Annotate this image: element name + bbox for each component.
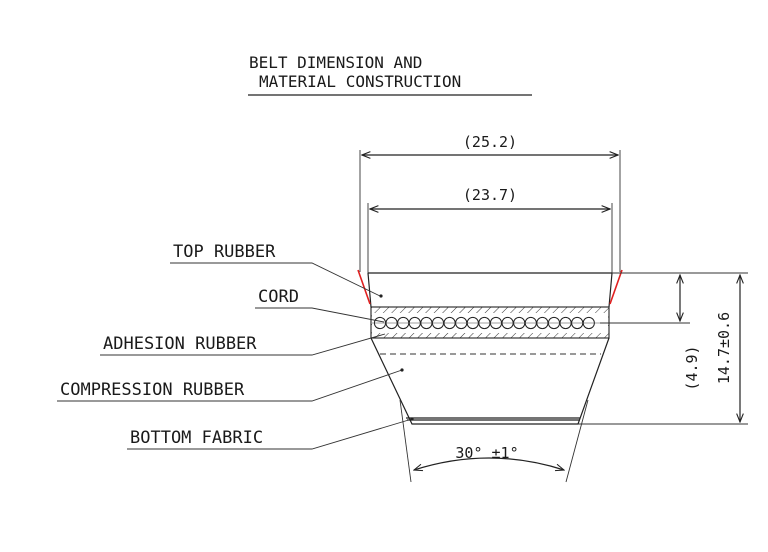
top-width-label: (25.2) [463,133,517,151]
pitch-width-label: (23.7) [463,186,517,204]
part-labels: TOP RUBBER CORD ADHESION RUBBER COMPRESS… [57,242,414,450]
cord-depth-label: (4.9) [683,345,701,390]
label-compression-rubber: COMPRESSION RUBBER [60,380,245,400]
top-width-dimension: (25.2) [359,133,621,272]
title-line-1: BELT DIMENSION AND [249,53,422,72]
cord-circles [372,316,608,330]
height-dimensions: (4.9) 14.7±0.6 [578,272,748,425]
left-side-mark [357,269,371,305]
pitch-width-dimension: (23.7) [367,186,613,275]
label-top-rubber: TOP RUBBER [173,242,276,262]
belt-cross-section [357,269,623,425]
angle-dimension: 30° ±1° [399,399,589,483]
total-height-label: 14.7±0.6 [715,312,733,384]
angle-label: 30° ±1° [455,444,518,462]
label-cord: CORD [258,287,299,307]
label-adhesion-rubber: ADHESION RUBBER [103,334,257,354]
title-line-2: MATERIAL CONSTRUCTION [259,72,461,91]
right-side-mark [609,269,623,305]
label-bottom-fabric: BOTTOM FABRIC [130,428,263,448]
title-block: BELT DIMENSION AND MATERIAL CONSTRUCTION [248,53,532,96]
